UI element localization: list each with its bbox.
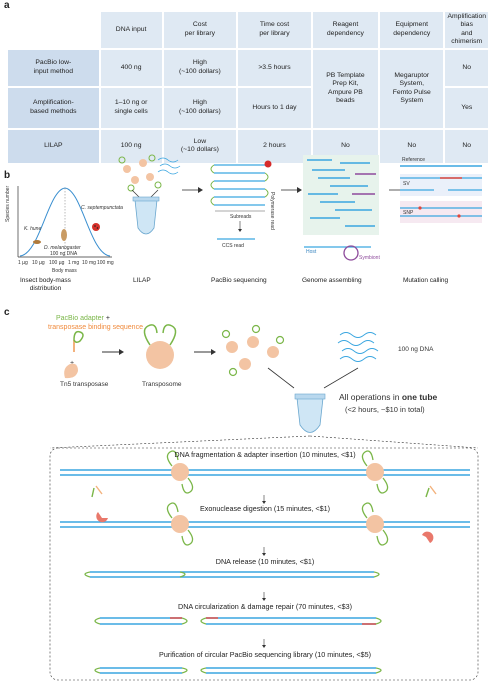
table-corner (8, 12, 99, 48)
tick-label: 10 µg (32, 260, 45, 266)
host-label: Host (306, 249, 317, 255)
table-cell: 400 ng (100, 49, 162, 86)
panel-label-b: b (4, 170, 11, 181)
tick-label: 100 mg (97, 260, 114, 266)
tick-label: 10 mg (82, 260, 96, 266)
species-label: C. septempunctata (81, 205, 123, 211)
table-row: PacBio low- input method 400 ng High (~1… (8, 49, 488, 128)
tick-label: 100 µg (49, 260, 65, 266)
workflow-step-title: Exonuclease digestion (15 minutes, <$1) (199, 504, 331, 513)
step-caption: Insect body-mass distribution (20, 277, 71, 293)
panel-label-c: c (4, 307, 10, 318)
table-cell: Yes (445, 87, 488, 128)
workflow-step-title: DNA fragmentation & adapter insertion (1… (174, 450, 356, 459)
species-label: D. melanogaster (44, 245, 81, 251)
row-method-cell: Amplification- based methods (8, 87, 99, 128)
transposome-label: Transposome (142, 381, 182, 388)
tube-subtitle: (<2 hours, ~$10 in total) (345, 405, 425, 414)
header-cell: Cost per library (163, 12, 237, 48)
workflow-step-title: DNA circularization & damage repair (70 … (178, 602, 352, 611)
table-cell: No (445, 129, 488, 163)
svg-text:+: + (70, 360, 74, 367)
plot-xlabel: Body mass (52, 268, 77, 274)
table-cell: 2 hours (238, 129, 311, 163)
table-cell: PB Template Prep Kit, Ampure PB beads (312, 49, 379, 128)
row-method-cell: LILAP (8, 129, 99, 163)
step-caption: Mutation calling (403, 277, 449, 284)
table-cell: High (~100 dollars) (163, 49, 237, 86)
table-cell: Hours to 1 day (238, 87, 311, 128)
workflow-step-title: Purification of circular PacBio sequenci… (159, 650, 371, 659)
table-cell: Low (~10 dollars) (163, 129, 237, 163)
tick-label: 1 µg (18, 260, 28, 266)
workflow-step-title: DNA release (10 minutes, <$1) (215, 557, 315, 566)
row-method-cell: PacBio low- input method (8, 49, 99, 86)
adapter-text: PacBio adapter (56, 315, 104, 322)
tick-label: 1 mg (68, 260, 80, 266)
header-cell: Reagent dependency (312, 12, 379, 48)
table-cell: >3.5 hours (238, 49, 311, 86)
reference-label: Reference (402, 157, 426, 163)
step-caption: Genome assembling (302, 277, 362, 284)
table-cell: No (445, 49, 488, 86)
plus-sign: + (105, 315, 110, 322)
snp-label: SNP (403, 210, 414, 216)
tube-title-bold: one tube (401, 392, 438, 402)
step-caption: PacBio sequencing (211, 277, 267, 284)
subreads-label: Subreads (230, 214, 252, 220)
ccs-read-label: CCS read (222, 243, 244, 249)
binding-sequence-label: transposase binding sequence (48, 324, 143, 331)
symbiont-label: Symbiont (359, 255, 380, 261)
step-caption: LILAP (133, 277, 151, 284)
tn5-label: Tn5 transposase (60, 381, 109, 388)
sv-label: SV (403, 181, 410, 187)
dna-note: 100 ng DNA (50, 251, 78, 257)
dna-amount-label: 100 ng DNA (398, 346, 434, 353)
tube-title-text: All operations in (339, 392, 402, 402)
table-cell: 1–10 ng or single cells (100, 87, 162, 128)
table-cell: 100 ng (100, 129, 162, 163)
table-cell: High (~100 dollars) (163, 87, 237, 128)
header-cell: Equipment dependency (380, 12, 444, 48)
tube-title: All operations in one tube (339, 392, 437, 402)
table-row: Amplification- based methods 1–10 ng or … (8, 87, 488, 128)
table-cell: Megaruptor System, Femto Pulse System (380, 49, 444, 128)
species-label: K. hune (24, 226, 42, 232)
header-cell: Time cost per library (238, 12, 311, 48)
adapter-label: PacBio adapter + (56, 315, 110, 322)
header-cell: DNA input (100, 12, 162, 48)
comparison-table: DNA input Cost per library Time cost per… (6, 10, 490, 165)
header-cell: Amplification bias and chimerism (445, 12, 488, 48)
table-header-row: DNA input Cost per library Time cost per… (8, 12, 488, 48)
table-cell: No (380, 129, 444, 163)
panel-label-a: a (4, 0, 10, 11)
